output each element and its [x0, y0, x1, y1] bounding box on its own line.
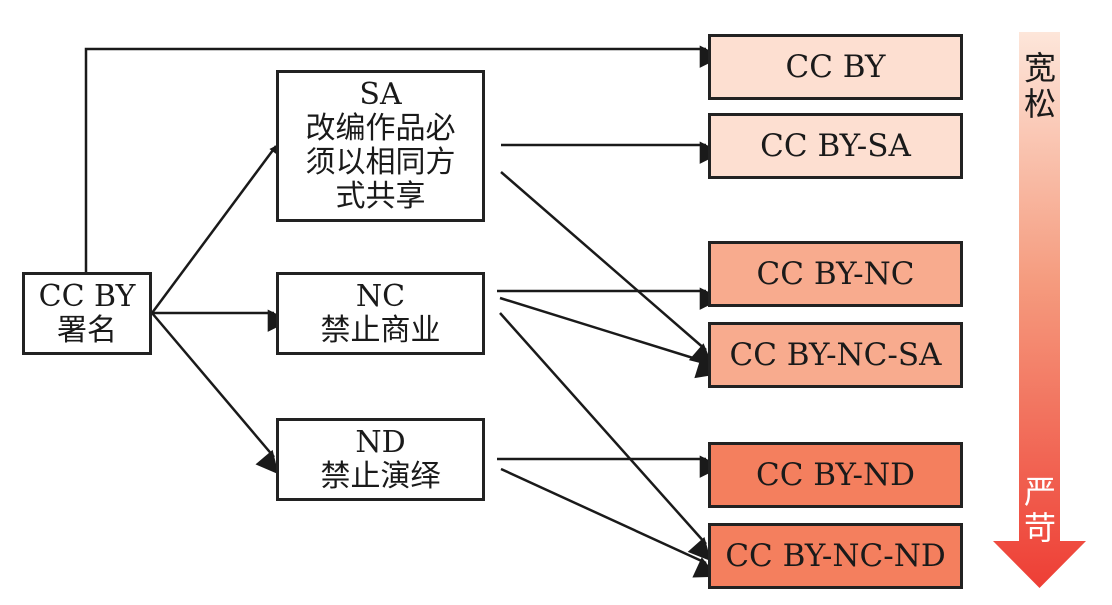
condition-desc-line: 禁止演绎 [320, 458, 441, 494]
license-label: CC BY-ND [755, 457, 916, 493]
scale-label-bottom: 严苛 [1023, 473, 1056, 547]
license-label: CC BY [785, 49, 886, 85]
license-box-cc-by: CC BY [708, 34, 963, 100]
license-box-cc-by-nc: CC BY-NC [708, 241, 963, 307]
condition-code: SA [359, 77, 402, 112]
condition-node-sa: SA 改编作品必 须以相同方 式共享 [276, 70, 485, 222]
condition-node-nd: ND 禁止演绎 [276, 418, 485, 501]
edge-source-to-by [84, 45, 723, 272]
condition-code: NC [355, 278, 406, 314]
source-node-desc: 署名 [57, 312, 117, 348]
edge-source-to-nd [151, 312, 279, 475]
condition-desc-line: 禁止商业 [320, 312, 441, 348]
license-box-cc-by-nd: CC BY-ND [708, 442, 963, 508]
condition-desc-line: 须以相同方 [305, 145, 456, 180]
condition-code: ND [355, 424, 406, 460]
license-label: CC BY-SA [760, 128, 911, 164]
scale-label-permissive: 宽松 [1020, 50, 1060, 122]
license-label: CC BY-NC-ND [725, 538, 946, 574]
scale-label-strict: 严苛 [1020, 474, 1060, 546]
strictness-arrow [993, 32, 1086, 588]
license-box-cc-by-nc-sa: CC BY-NC-SA [708, 322, 963, 388]
condition-node-nc: NC 禁止商业 [276, 272, 485, 355]
edge-sa-to-by-nc-sa [500, 171, 714, 367]
scale-label-top: 宽松 [1023, 49, 1056, 123]
edge-source-to-sa [150, 137, 292, 314]
condition-desc-line: 改编作品必 [305, 111, 456, 146]
source-node-code: CC BY [38, 278, 136, 314]
license-box-cc-by-sa: CC BY-SA [708, 113, 963, 179]
edge-nc-to-by-nc-sa [499, 296, 720, 379]
license-label: CC BY-NC-SA [729, 337, 942, 373]
source-node-cc-by: CC BY 署名 [22, 272, 152, 355]
license-box-cc-by-nc-nd: CC BY-NC-ND [708, 523, 963, 589]
edge-nd-to-by-nc-nd [500, 467, 718, 578]
condition-desc-line: 式共享 [335, 179, 426, 214]
license-label: CC BY-NC [756, 256, 915, 292]
edge-nc-to-by-nc-nd [499, 312, 711, 562]
